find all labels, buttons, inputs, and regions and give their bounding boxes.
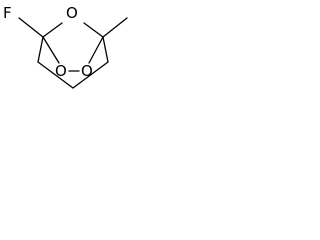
bond-c1-c2 [37,36,44,63]
structure-canvas: F O O O [0,0,148,92]
peroxide-oxygen-right-label: O [81,62,93,80]
bond-c2-c3 [37,61,74,89]
bond-c1-o-bridge [42,22,63,38]
bond-lines [18,17,128,89]
peroxide-oxygen-left-label: O [55,62,67,80]
bicyclic-peroxide-structure: F O O O [3,4,128,89]
bond-c1-o-left [42,36,60,64]
bridge-oxygen-atom-label: O [66,4,78,22]
bond-c5-o-right [88,36,104,64]
bond-o-bridge-c5 [83,22,104,38]
fluorine-atom-label: F [3,4,12,22]
bond-c4-c5 [102,36,109,63]
bond-c3-c4 [72,61,109,89]
bond-c1-f [18,17,44,38]
bond-c5-methyl [102,17,128,38]
